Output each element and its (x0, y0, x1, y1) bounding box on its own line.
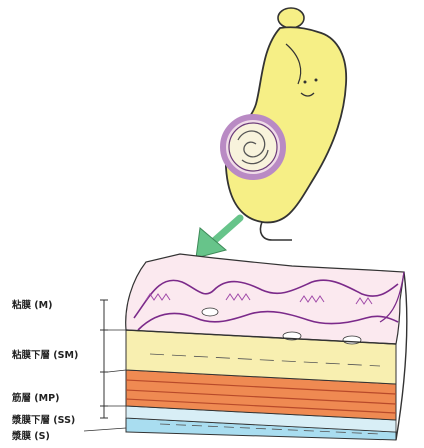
label-muscularis-propria: 筋層 (MP) (12, 390, 59, 404)
label-submucosa: 粘膜下層 (SM) (12, 347, 78, 361)
label-mucosa: 粘膜 (M) (12, 297, 52, 311)
mucosal-cell (202, 308, 218, 316)
bracket-leader (108, 370, 126, 372)
arrow-down-left-icon (196, 218, 240, 258)
mucosa-layer (126, 254, 404, 344)
esophagus-end (278, 8, 304, 28)
stomach-eye-right (315, 79, 318, 82)
label-serosa: 漿膜 (S) (12, 428, 50, 442)
bracket-leader (84, 428, 126, 431)
layer-bracket (84, 300, 126, 431)
stomach-icon (223, 8, 346, 240)
pylorus (260, 222, 292, 240)
wall-cross-section (126, 254, 407, 440)
mucosal-cell (343, 336, 361, 344)
stomach-eye-left (304, 81, 307, 84)
label-subserosa: 漿膜下層 (SS) (12, 412, 75, 426)
